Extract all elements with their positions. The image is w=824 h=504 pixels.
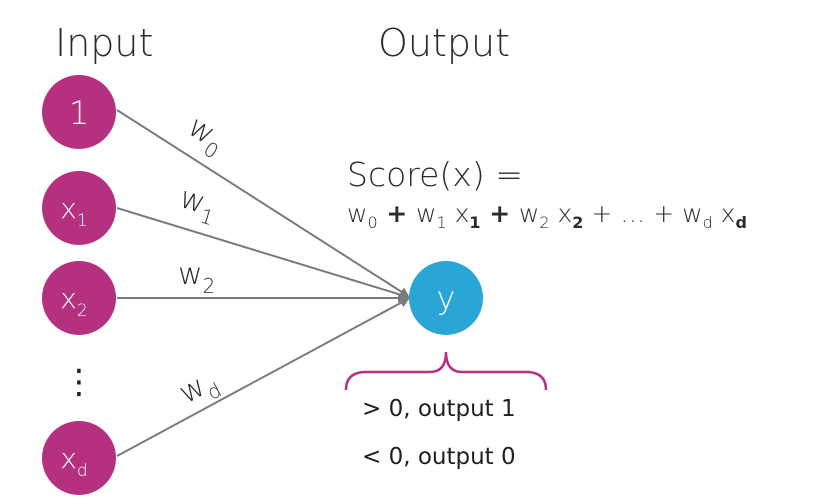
svg-text:x2: x2 — [60, 282, 87, 321]
output-bracket — [344, 351, 548, 391]
input-node-xd: xd — [42, 421, 116, 495]
ellipsis-vertical: ⋮ — [62, 362, 96, 402]
svg-text:y: y — [437, 279, 456, 317]
svg-text:1: 1 — [69, 94, 89, 132]
weight-label-w1: w1 — [174, 180, 222, 230]
input-node-x1: x1 — [42, 171, 116, 245]
edge-x1 — [116, 207, 410, 300]
score-equation: w0 + w1 x1 + w2 x2 + … + wd xd — [347, 199, 747, 232]
edge-bias — [116, 109, 410, 298]
input-title: Input — [55, 21, 153, 65]
weight-label-w2: w2 — [178, 257, 215, 298]
input-node-x2: x2 — [42, 261, 116, 335]
svg-text:xd: xd — [60, 442, 87, 481]
output-title: Output — [378, 21, 510, 65]
output-node-y: y — [409, 261, 483, 335]
rule-negative: < 0, output 0 — [362, 444, 516, 470]
rule-positive: > 0, output 1 — [362, 396, 516, 422]
weight-label-wd: wd — [173, 363, 225, 417]
edge-xd — [116, 298, 410, 457]
input-node-bias: 1 — [42, 75, 116, 149]
score-label: Score(x) = — [347, 155, 523, 194]
svg-text:x1: x1 — [60, 192, 87, 231]
